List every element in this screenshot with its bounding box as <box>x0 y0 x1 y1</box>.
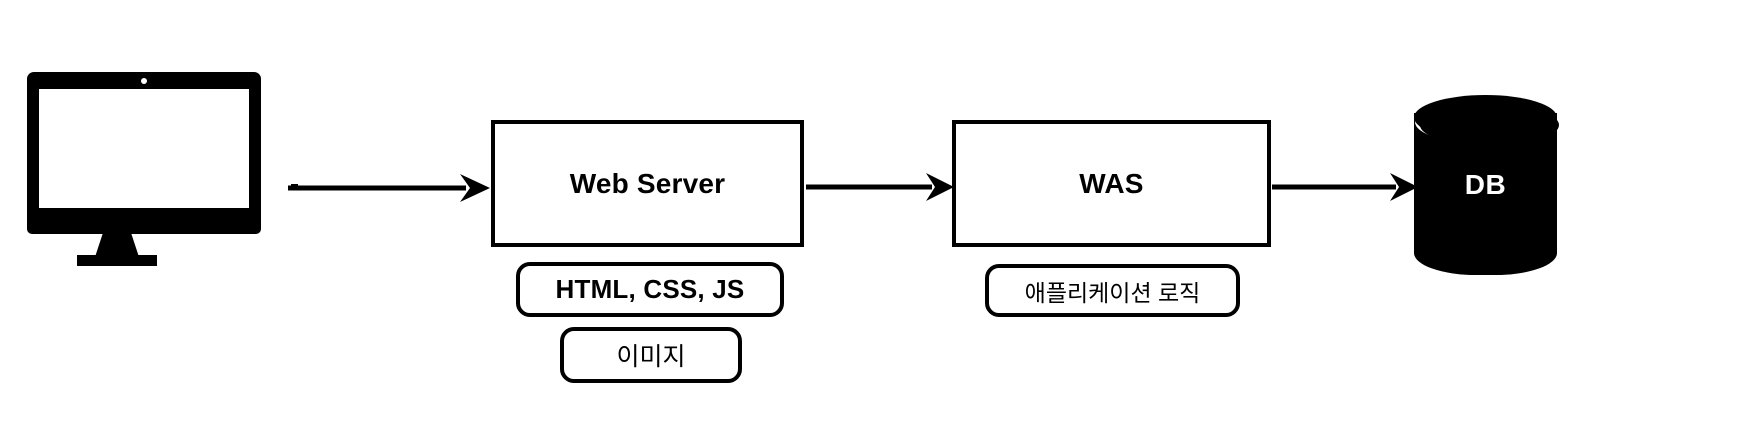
tag-web-server-static-assets-label: HTML, CSS, JS <box>555 274 745 304</box>
arrow-was-to-db <box>1272 172 1418 202</box>
tag-web-server-image[interactable]: 이미지 <box>560 327 742 383</box>
arrow-web-server-to-was <box>806 172 954 202</box>
tag-was-application-logic-label: 애플리케이션 로직 <box>1024 279 1201 306</box>
node-db[interactable]: DB <box>1414 95 1559 275</box>
monitor-camera-icon <box>141 78 147 84</box>
monitor-screen <box>39 89 249 208</box>
client-monitor-icon <box>27 72 261 234</box>
monitor-stand-neck <box>95 233 139 257</box>
tag-web-server-image-label: 이미지 <box>616 343 686 371</box>
tag-was-application-logic[interactable]: 애플리케이션 로직 <box>985 264 1240 317</box>
node-web-server[interactable]: Web Server <box>491 120 804 247</box>
node-was[interactable]: WAS <box>952 120 1271 247</box>
tag-web-server-static-assets[interactable]: HTML, CSS, JS <box>516 262 784 317</box>
node-db-label: DB <box>1464 169 1507 200</box>
node-was-label: WAS <box>1079 167 1144 199</box>
arrow-client-to-web-server <box>288 173 490 203</box>
monitor-stand-base <box>77 255 157 266</box>
db-cylinder-top-cap <box>1414 95 1557 140</box>
node-web-server-label: Web Server <box>569 167 726 199</box>
